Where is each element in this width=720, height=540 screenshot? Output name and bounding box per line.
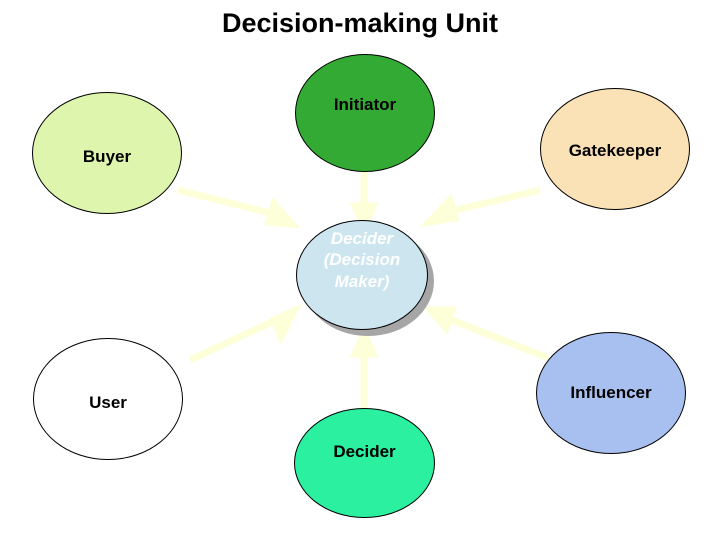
node-decider-bottom[interactable] [294, 408, 435, 518]
node-buyer-label: Buyer [82, 147, 132, 166]
page-title: Decision-making Unit [221, 8, 499, 38]
node-decider-bottom-label: Decider [333, 442, 396, 461]
arrow-influencer-to-decider [422, 306, 550, 362]
node-decider-center-label: Decider (Decision Maker) [323, 229, 401, 291]
node-influencer-label: Influencer [570, 383, 652, 402]
node-user-label: User [89, 393, 127, 412]
arrow-user-to-decider [188, 303, 302, 364]
node-influencer[interactable] [536, 332, 686, 454]
node-initiator[interactable] [295, 54, 435, 172]
node-gatekeeper[interactable] [540, 88, 690, 210]
arrow-buyer-to-decider [177, 186, 301, 229]
node-decider-center[interactable] [296, 220, 428, 330]
node-gatekeeper-label: Gatekeeper [568, 141, 662, 160]
node-user[interactable] [33, 338, 183, 460]
arrow-initiator-to-decider [349, 165, 379, 235]
node-initiator-label: Initiator [333, 95, 397, 114]
arrow-gatekeeper-to-decider [419, 186, 541, 228]
node-buyer[interactable] [32, 92, 182, 214]
